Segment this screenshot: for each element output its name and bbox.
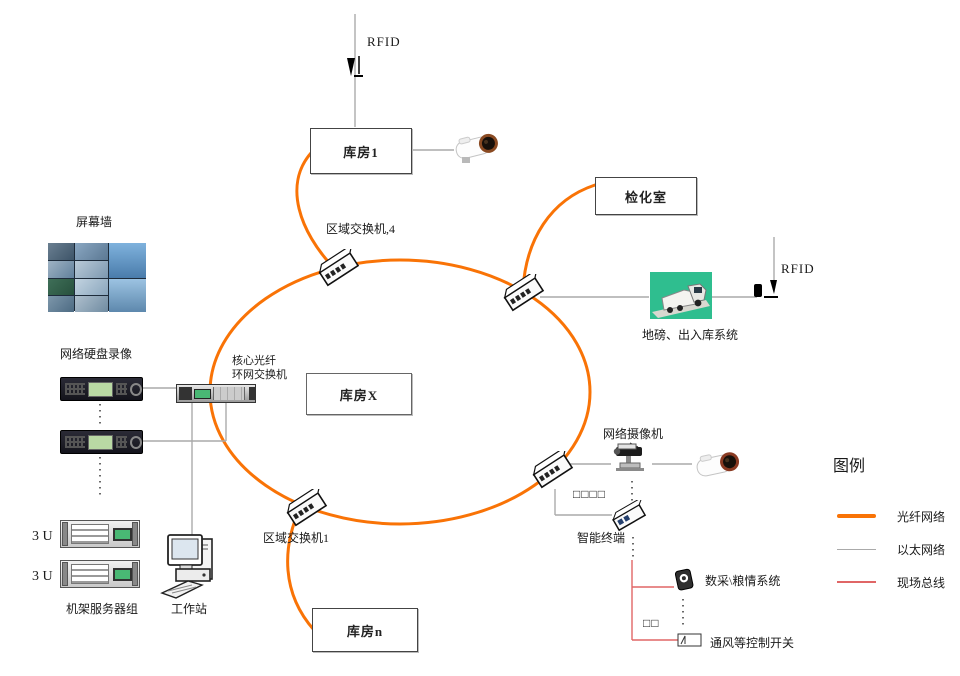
weighbridge-truck-image (650, 272, 712, 319)
rfid-right-label: RFID (781, 261, 815, 276)
area-switch-4-icon (318, 249, 360, 287)
area-switch-1-label: 区域交换机1 (263, 531, 330, 545)
rack-server-1-icon (60, 520, 140, 548)
rack-server-2-icon (60, 560, 140, 588)
nvr-group-label: 网络硬盘录像 (60, 347, 133, 361)
rack-server-2-size-label: 3 U (32, 569, 53, 584)
network-camera-label: 网络摄像机 (603, 427, 664, 441)
warehouse-1-label: 库房1 (343, 144, 379, 160)
fiber-link-warehouse1 (295, 151, 335, 269)
screen-wall-label: 屏幕墙 (76, 215, 113, 229)
bullet-camera-right-icon (696, 452, 740, 477)
daq-system-label: 数采\粮情系统 (705, 574, 781, 588)
ring-switch-right-icon (503, 274, 545, 312)
ptz-camera-icon (613, 442, 644, 471)
area-switch-4-label: 区域交换机,4 (326, 222, 396, 236)
warehouse-x-box: 库房X (306, 373, 412, 415)
warehouse-n-label: 库房n (346, 623, 384, 639)
rfid-antenna-icon (347, 56, 363, 77)
legend-fieldbus-label: 现场总线 (897, 576, 946, 590)
fieldbus-tag-label: □□ (643, 616, 660, 630)
warehouse-x-label: 库房X (339, 387, 379, 403)
dotted-lines (99, 404, 684, 628)
warehouse-n-box: 库房n (312, 608, 418, 652)
rack-server-1-size-label: 3 U (32, 529, 53, 544)
smart-terminal-icon (612, 500, 647, 532)
area-switch-1-icon (286, 489, 328, 527)
legend-title: 图例 (833, 458, 866, 475)
core-switch-label: 核心光纤 环网交换机 (232, 355, 287, 381)
legend-fieldbus-line (837, 581, 876, 583)
smart-terminal-label: 智能终端 (577, 531, 626, 545)
rfid-right-antenna-icon (754, 280, 778, 298)
bullet-camera-icon (455, 133, 498, 163)
nvr-device-2 (60, 430, 143, 454)
vent-switch-icon (677, 633, 702, 647)
rack-group-label: 机架服务器组 (66, 602, 139, 616)
workstation-label: 工作站 (171, 602, 208, 616)
legend-fiber-label: 光纤网络 (897, 510, 946, 524)
legend-fiber-line (837, 514, 876, 518)
fumigation-room-box: 检化室 (595, 177, 697, 215)
core-switch-icon (176, 384, 256, 403)
daq-device-icon (674, 568, 694, 591)
workstation-icon (160, 534, 213, 599)
warehouse-1-box: 库房1 (310, 128, 412, 174)
fiber-link-fumigation (521, 183, 597, 291)
fumigation-room-label: 检化室 (624, 189, 667, 205)
ethernet-lines (141, 14, 775, 537)
ring-switch-bottom-right-icon (532, 451, 574, 489)
fieldbus-lines (631, 560, 678, 641)
screen-wall-image (48, 243, 146, 312)
ethernet-tag-label: □□□□ (573, 487, 606, 501)
rfid-top-label: RFID (367, 34, 401, 49)
weighbridge-label: 地磅、出入库系统 (641, 328, 738, 342)
legend-ethernet-line (837, 549, 876, 550)
legend-ethernet-label: 以太网络 (897, 543, 946, 557)
nvr-device-1 (60, 377, 143, 401)
vent-switch-label: 通风等控制开关 (710, 636, 795, 650)
